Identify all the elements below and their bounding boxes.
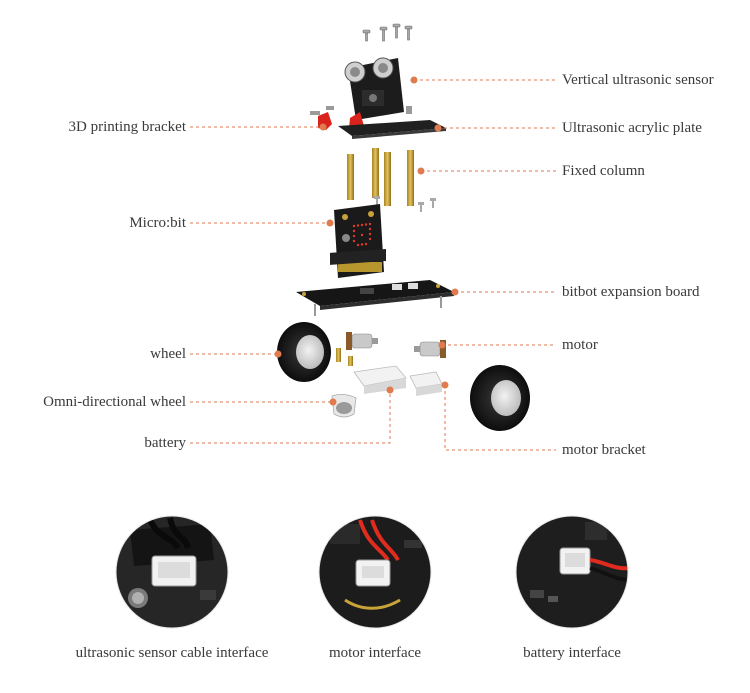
label-fixed-column: Fixed column: [562, 163, 645, 179]
label-microbit: Micro:bit: [129, 215, 186, 231]
label-battery: battery: [144, 435, 186, 451]
battery-holder: [353, 365, 407, 394]
left-motor: [346, 332, 378, 350]
battery-interface-photo: [516, 516, 628, 628]
label-expansion-board: bitbot expansion board: [562, 284, 700, 300]
label-motor-bracket: motor bracket: [562, 442, 646, 458]
right-motor: [414, 340, 446, 358]
microbit-board: [334, 204, 384, 278]
label-vertical-ultrasonic-sensor: Vertical ultrasonic sensor: [562, 72, 714, 88]
top-screws: [362, 23, 413, 42]
motor-bracket: [409, 371, 443, 396]
ultrasonic-interface-photo: [116, 516, 228, 628]
omni-wheel: [331, 394, 357, 418]
label-wheel: wheel: [150, 346, 186, 362]
acrylic-plate: [338, 120, 446, 139]
label-motor: motor: [562, 337, 598, 353]
right-wheel: [470, 365, 530, 431]
label-omni-wheel: Omni-directional wheel: [43, 394, 186, 410]
brass-columns: [347, 148, 436, 212]
leader-lines: [190, 76, 556, 451]
label-3d-printing-bracket: 3D printing bracket: [68, 119, 186, 135]
caption-motor-interface: motor interface: [328, 645, 422, 661]
caption-battery-interface: battery interface: [523, 645, 621, 661]
left-wheel: [277, 322, 331, 382]
expansion-board: [296, 249, 454, 316]
label-ultrasonic-acrylic-plate: Ultrasonic acrylic plate: [562, 120, 702, 136]
ultrasonic-sensor: [344, 57, 404, 120]
motor-interface-photo: [319, 516, 431, 628]
caption-ultrasonic-interface: ultrasonic sensor cable interface: [75, 645, 269, 661]
